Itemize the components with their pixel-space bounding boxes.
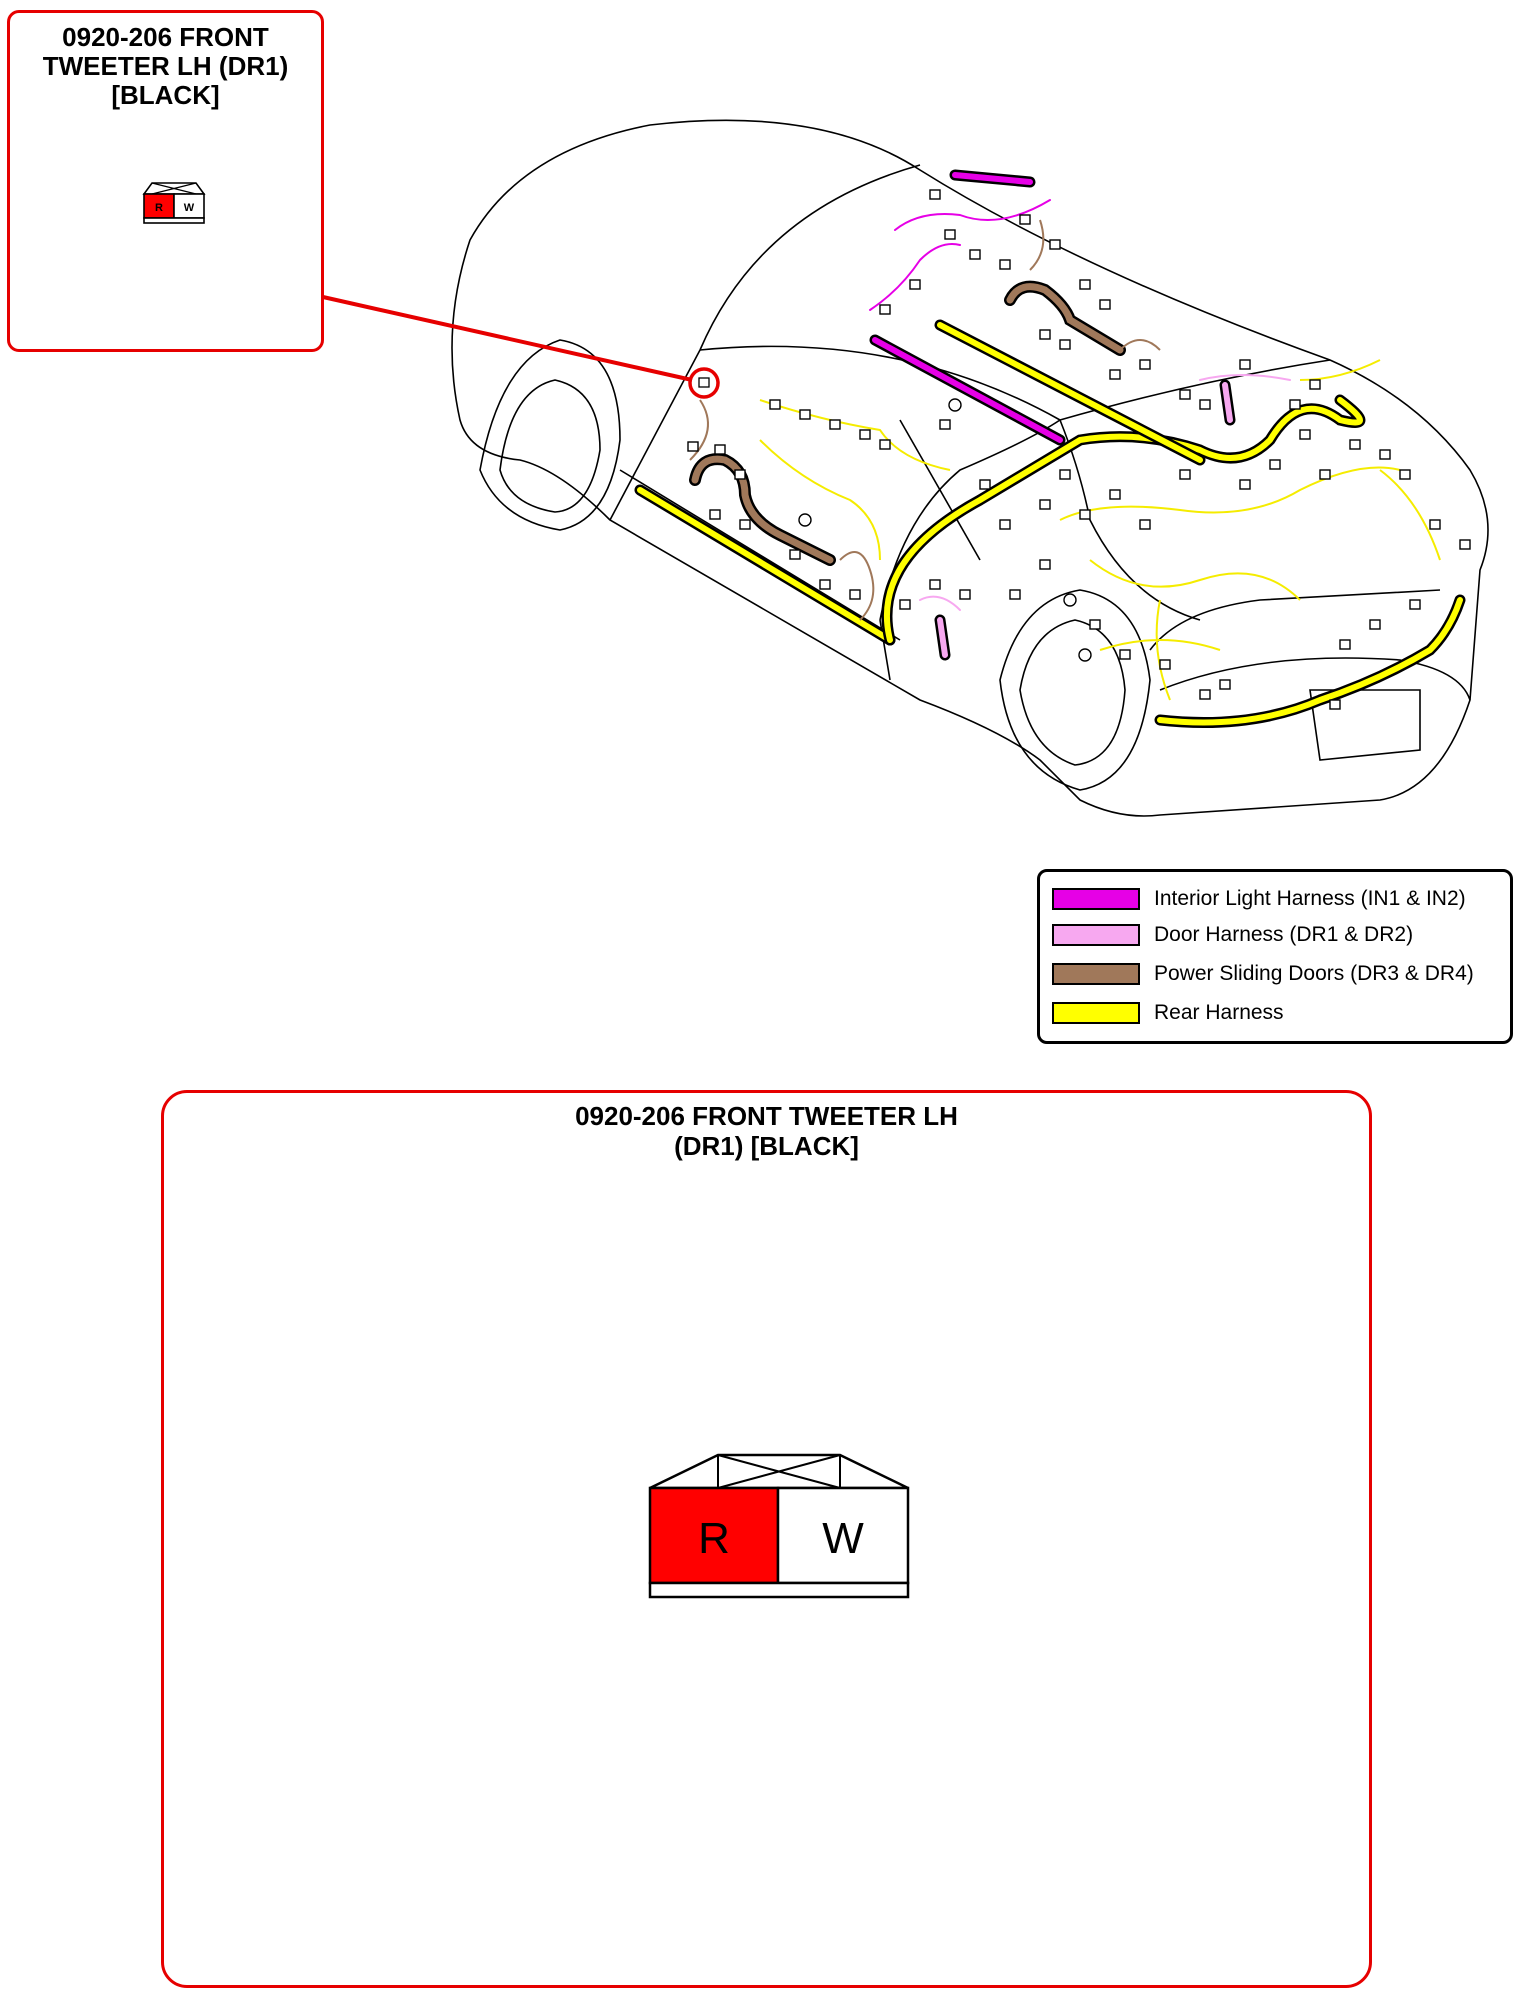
connector-detail-panel: 0920-206 FRONT TWEETER LH (DR1) [BLACK] … — [161, 1090, 1372, 1988]
detail-pin-r — [648, 1486, 780, 1585]
legend-item-door: Door Harness (DR1 & DR2) — [1052, 920, 1413, 950]
detail-pin-w — [776, 1486, 910, 1585]
legend-item-rear: Rear Harness — [1052, 998, 1284, 1028]
detail-pin-w-label: W — [822, 1514, 864, 1563]
connector-inset-panel: 0920-206 FRONT TWEETER LH (DR1) [BLACK] … — [7, 10, 324, 352]
car-body-outline — [451, 119, 1489, 817]
detail-title: 0920-206 FRONT TWEETER LH (DR1) [BLACK] — [164, 1101, 1369, 1161]
inset-pin-w-label: W — [184, 202, 195, 214]
door-harness — [919, 374, 1291, 661]
detail-pin-r-label: R — [698, 1514, 730, 1563]
legend-swatch-power-sliding — [1052, 963, 1140, 985]
inset-connector-face: R W — [142, 182, 206, 224]
rear-harness — [634, 319, 1466, 728]
inset-pin-r-label: R — [155, 202, 163, 214]
harness-legend: Interior Light Harness (IN1 & IN2) Door … — [1037, 869, 1513, 1044]
inset-title: 0920-206 FRONT TWEETER LH (DR1) [BLACK] — [10, 23, 321, 110]
connector-callout — [322, 295, 720, 399]
power-sliding-door-branches — [689, 219, 1161, 621]
legend-label-door: Door Harness (DR1 & DR2) — [1154, 923, 1414, 946]
grommets — [798, 398, 1092, 662]
legend-item-interior-light: Interior Light Harness (IN1 & IN2) — [1052, 884, 1466, 914]
detail-title-line-2: (DR1) [BLACK] — [674, 1131, 859, 1161]
legend-label-rear: Rear Harness — [1154, 1001, 1284, 1024]
legend-label-power-sliding: Power Sliding Doors (DR3 & DR4) — [1154, 962, 1474, 985]
rear-harness-branches — [759, 359, 1441, 701]
legend-swatch-interior-light — [1052, 888, 1140, 910]
legend-label-interior-light: Interior Light Harness (IN1 & IN2) — [1154, 887, 1466, 910]
detail-title-line-1: 0920-206 FRONT TWEETER LH — [575, 1101, 958, 1131]
inset-title-line-1: 0920-206 FRONT — [62, 22, 269, 52]
inset-title-line-3: [BLACK] — [111, 80, 220, 110]
inset-pin-w — [173, 193, 205, 219]
legend-swatch-rear — [1052, 1002, 1140, 1024]
inset-title-line-2: TWEETER LH (DR1) — [42, 51, 289, 81]
harness-connectors — [687, 189, 1471, 710]
interior-light-harness — [869, 169, 1066, 446]
legend-item-power-sliding: Power Sliding Doors (DR3 & DR4) — [1052, 959, 1474, 989]
detail-connector-face: R W — [648, 1453, 910, 1599]
legend-swatch-door — [1052, 924, 1140, 946]
